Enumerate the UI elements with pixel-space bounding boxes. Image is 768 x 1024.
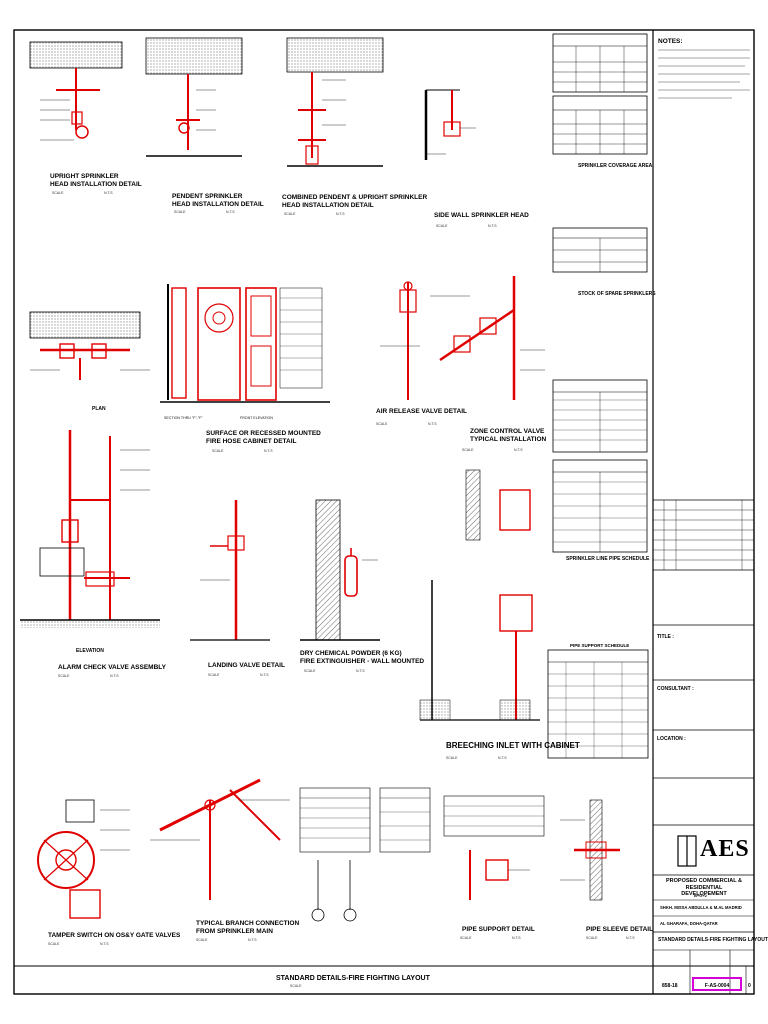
nts-label: N.T.S (514, 448, 523, 452)
scale-label: SCALE (304, 669, 316, 673)
plan-graphic (29, 311, 150, 380)
location-field-label: LOCATION : (657, 736, 686, 742)
combined-detail-graphic (286, 37, 384, 167)
company-logo: AES (700, 836, 750, 862)
scale-label: SCALE (196, 938, 208, 942)
title-field-label: TITLE : (657, 634, 674, 640)
detail-title-alarm-check: ALARM CHECK VALVE ASSEMBLY (58, 664, 166, 671)
view-label-section: SECTION THRU "F"-"F" (164, 416, 203, 420)
scale-label: SCALE (48, 942, 60, 946)
detail-title-landing-valve: LANDING VALVE DETAIL (208, 662, 285, 669)
scale-label: SCALE (174, 210, 186, 214)
schedule-title-support: PIPE SUPPORT SCHEDULE (570, 643, 630, 648)
detail-title-breeching: BREECHING INLET WITH CABINET (446, 741, 580, 750)
scale-label: SCALE (284, 212, 296, 216)
nts-label: N.T.S (104, 191, 113, 195)
scale-label: SCALE (212, 449, 224, 453)
nts-label: N.T.S (488, 224, 497, 228)
pipe-support-graphic (443, 795, 545, 900)
coverage-table-graphic (552, 33, 648, 155)
scale-label: SCALE (462, 448, 474, 452)
detail-title-tamper: TAMPER SWITCH ON OS&Y GATE VALVES (48, 932, 181, 939)
scale-label: SCALE (460, 936, 472, 940)
notes-lines (658, 49, 750, 99)
owner-name: SHKH. MISSA ABDULLA & M.AL MADRID (660, 905, 742, 910)
spares-table-graphic (552, 227, 648, 273)
hanger-tables-graphic (299, 787, 431, 922)
pipe-schedule-graphic (552, 379, 648, 553)
nts-label: N.T.S (248, 938, 257, 942)
drawing-title: STANDARD DETAILS-FIRE FIGHTING LAYOUT (658, 937, 768, 943)
pipe-sleeve-graphic (560, 799, 620, 901)
scale-label: SCALE (208, 673, 220, 677)
zone-control-graphic (430, 276, 545, 400)
scale-label: SCALE (586, 936, 598, 940)
tamper-graphic (37, 799, 130, 919)
schedule-title-pipe: SPRINKLER LINE PIPE SCHEDULE (566, 556, 650, 562)
nts-label: N.T.S (428, 422, 437, 426)
nts-label: N.T.S (356, 669, 365, 673)
scale-label: SCALE (376, 422, 388, 426)
pendent-detail-graphic (145, 37, 243, 157)
schedule-title-coverage: SPRINKLER COVERAGE AREA (578, 163, 653, 169)
view-label-elevation: ELEVATION (76, 648, 104, 654)
support-table-graphic (547, 649, 649, 759)
location-text: AL GHARAFA, DOHA-QATAR (660, 921, 718, 926)
extinguisher-graphic (300, 499, 380, 641)
project-name: PROPOSED COMMERCIAL & RESIDENTIAL DEVELO… (666, 878, 742, 897)
nts-label: N.T.S (226, 210, 235, 214)
consultant-field-label: CONSULTANT : (657, 686, 694, 692)
detail-title-branch: TYPICAL BRANCH CONNECTION FROM SPRINKLER… (196, 920, 300, 935)
nts-label: N.T.S (336, 212, 345, 216)
hose-cabinet-graphic (160, 284, 330, 403)
nts-label: N.T.S (260, 673, 269, 677)
breeching-graphic (419, 469, 540, 721)
detail-title-upright: UPRIGHT SPRINKLER HEAD INSTALLATION DETA… (50, 173, 142, 188)
sidewall-detail-graphic (424, 89, 476, 160)
detail-title-hose-cabinet: SURFACE OR RECESSED MOUNTED FIRE HOSE CA… (206, 430, 321, 445)
landing-valve-graphic (190, 500, 270, 641)
job-number: 858-18 (662, 983, 678, 989)
scale-label: SCALE (290, 984, 302, 988)
detail-title-pipe-sleeve: PIPE SLEEVE DETAIL (586, 926, 654, 933)
nts-label: N.T.S (626, 936, 635, 940)
nts-label: N.T.S (498, 756, 507, 760)
detail-title-air-release: AIR RELEASE VALVE DETAIL (376, 408, 468, 415)
schedule-title-spares: STOCK OF SPARE SPRINKLERS (578, 291, 656, 297)
nts-label: N.T.S (512, 936, 521, 940)
detail-title-sidewall: SIDE WALL SPRINKLER HEAD (434, 212, 529, 219)
alarm-check-graphic (20, 430, 160, 628)
drawing-number: F-AS-0004 (692, 977, 742, 991)
title-block-graphic (653, 499, 754, 994)
notes-title: NOTES: (658, 38, 683, 45)
detail-title-extinguisher: DRY CHEMICAL POWDER (6 KG) FIRE EXTINGUI… (300, 650, 425, 665)
project-sub: B+G+2 (694, 893, 707, 898)
detail-title-zone-control: ZONE CONTROL VALVE TYPICAL INSTALLATION (470, 428, 547, 443)
upright-detail-graphic (29, 41, 123, 141)
revision-number: 0 (748, 983, 751, 989)
nts-label: N.T.S (100, 942, 109, 946)
detail-title-pendent: PENDENT SPRINKLER HEAD INSTALLATION DETA… (172, 193, 264, 208)
view-label-front: FRONT ELEVATION (240, 416, 273, 420)
scale-label: SCALE (58, 674, 70, 678)
nts-label: N.T.S (264, 449, 273, 453)
detail-title-pipe-support: PIPE SUPPORT DETAIL (462, 926, 535, 933)
air-release-graphic (380, 281, 420, 400)
nts-label: N.T.S (110, 674, 119, 678)
detail-title-combined: COMBINED PENDENT & UPRIGHT SPRINKLER HEA… (282, 194, 428, 209)
scale-label: SCALE (436, 224, 448, 228)
branch-connection-graphic (150, 778, 290, 900)
view-label-plan: PLAN (92, 406, 106, 412)
scale-label: SCALE (446, 756, 458, 760)
sheet-title: STANDARD DETAILS-FIRE FIGHTING LAYOUT (276, 975, 430, 982)
scale-label: SCALE (52, 191, 64, 195)
